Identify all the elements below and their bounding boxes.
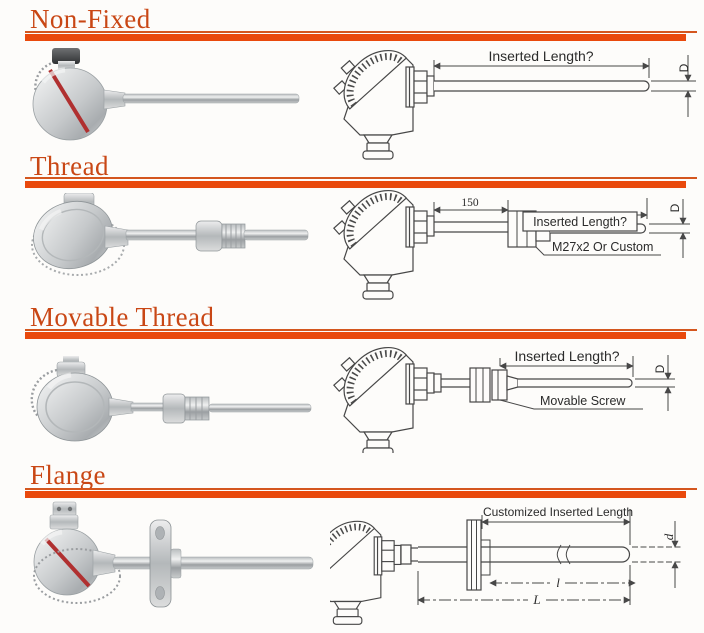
- movable-nut-b-drawing: [491, 369, 508, 401]
- movable-screw-body: [184, 396, 210, 421]
- connection-head-drawing: [330, 503, 401, 624]
- inserted-length-label: Inserted Length?: [514, 348, 619, 364]
- photo-thread-thermocouple: [31, 193, 309, 276]
- title-underline: [25, 31, 697, 33]
- thread-spec-leader: [535, 246, 661, 256]
- photo-flange-thermocouple: [33, 501, 314, 608]
- diagram-movable-thread: Inserted Length? Movable Screw D: [330, 335, 675, 453]
- title-underline: [25, 329, 697, 331]
- head-top-fitting: [52, 501, 77, 517]
- probe-boss: [103, 89, 126, 110]
- connection-head: [36, 372, 114, 442]
- inserted-length-label: Inserted Length?: [488, 48, 593, 64]
- neck-length-label: 150: [461, 197, 479, 209]
- probe-boss: [92, 549, 116, 577]
- red-stripe: [48, 68, 90, 134]
- probe-drawing: [434, 80, 650, 92]
- diagram-non-fixed: Inserted Length? D: [330, 45, 696, 163]
- probe-boss: [108, 397, 134, 417]
- title-underline: [25, 488, 697, 490]
- inserted-length-label: Customized Inserted Length: [483, 505, 633, 519]
- thermowell-drawing: [418, 546, 631, 563]
- flange-bolt-hole: [155, 526, 165, 540]
- red-stripe: [44, 537, 91, 588]
- diameter-label: D: [668, 203, 682, 212]
- probe-drawing: [518, 378, 633, 388]
- movable-screw-leader: [499, 399, 643, 410]
- photo-movable-thread-thermocouple: [30, 356, 312, 442]
- break-marks: [556, 544, 571, 565]
- connection-head-drawing: [330, 45, 434, 159]
- diagram-flange: Customized Inserted Length d l L: [330, 495, 682, 633]
- probe-sheath: [243, 229, 309, 241]
- probe-sheath: [112, 556, 314, 570]
- cap-chain: [33, 548, 121, 604]
- flange-bolt-hole: [155, 586, 165, 600]
- head-cap: [52, 48, 80, 64]
- diameter-label: d: [661, 533, 676, 540]
- section-title-thread: Thread: [30, 151, 109, 181]
- divider-bar: [25, 34, 686, 41]
- divider-bar: [25, 332, 686, 339]
- diagram-thread: 150 Inserted Length? M27x2 Or Custom D: [330, 185, 690, 303]
- divider-bar: [25, 491, 686, 498]
- total-dim-label: L: [532, 592, 540, 607]
- diameter-label: D: [653, 364, 667, 373]
- flange-hub: [170, 548, 182, 579]
- movable-screw-label: Movable Screw: [540, 394, 626, 408]
- section-title-flange: Flange: [30, 460, 106, 490]
- insert-dim-label: l: [556, 575, 560, 590]
- head-cap: [49, 514, 79, 530]
- thread-spec-label: M27x2 Or Custom: [552, 240, 653, 254]
- connection-head-drawing: [330, 185, 434, 299]
- movable-hex-nut: [162, 393, 186, 424]
- probe-sheath: [122, 93, 300, 104]
- section-title-movable-thread: Movable Thread: [30, 302, 215, 332]
- diameter-label: D: [677, 63, 691, 72]
- thread-body: [221, 223, 246, 249]
- connection-head-drawing: [330, 335, 434, 453]
- thread-hex-nut: [195, 220, 223, 252]
- inserted-length-label: Inserted Length?: [533, 215, 627, 229]
- probe-sheath: [208, 403, 312, 413]
- inserted-length-box: [522, 211, 638, 232]
- title-underline: [25, 177, 697, 179]
- flange-drawing: [466, 519, 482, 591]
- section-title-non-fixed: Non-Fixed: [30, 4, 151, 34]
- cap-chain: [34, 60, 56, 94]
- movable-nut-a-drawing: [469, 367, 491, 403]
- photo-non-fixed-thermocouple: [32, 48, 300, 141]
- divider-bar: [25, 181, 686, 188]
- probe-boss: [104, 225, 129, 249]
